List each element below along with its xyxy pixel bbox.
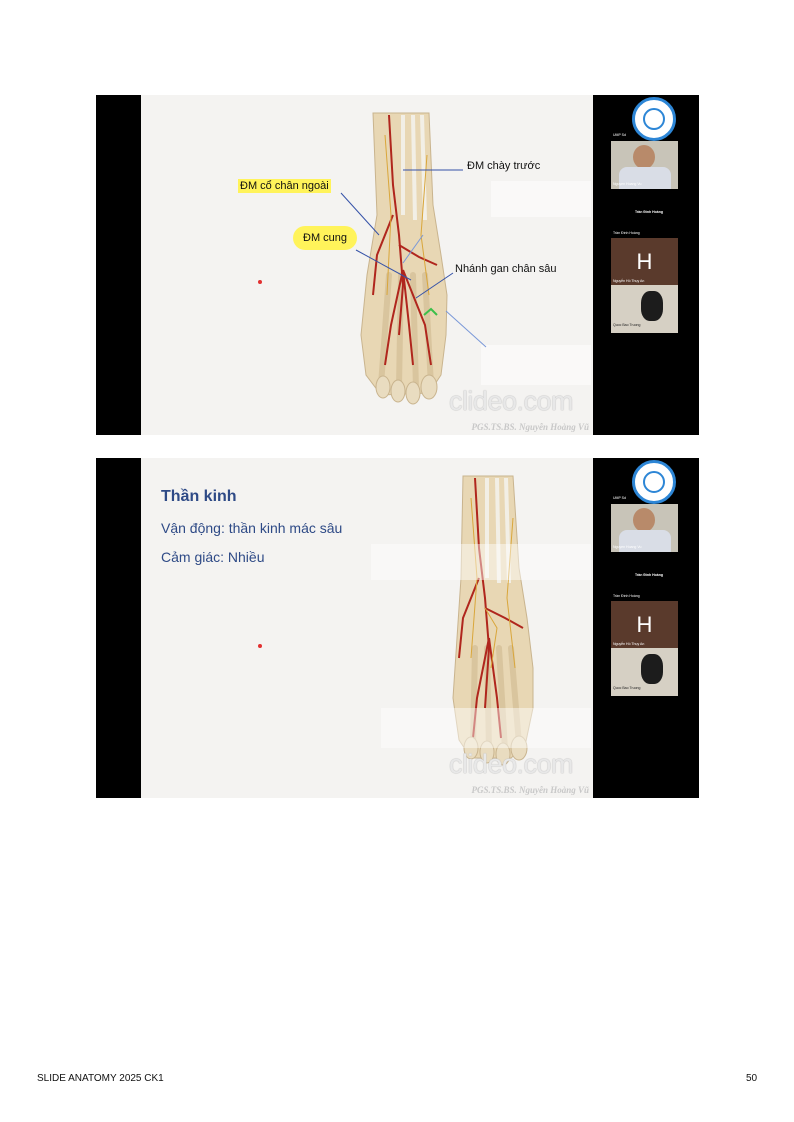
document-footer-title: SLIDE ANATOMY 2025 CK1 [37,1073,164,1084]
video-caption: Nguyen Hoang Vu [613,545,642,549]
video-caption: Nguyen Hoang Vu [613,182,642,186]
label-dm-cung: ĐM cung [293,226,358,250]
participant-name: Nguyễn Hồ Thụy An [613,642,645,646]
page-number: 50 [746,1073,758,1084]
slide-1: ĐM cổ chân ngoài ĐM chày trước ĐM cung N… [96,95,699,435]
meeting-participants-panel: UMP Sd Nguyen Hoang Vu Trần Đình Hoàng T… [593,458,699,798]
avatar-letter: H [636,612,653,637]
clideo-watermark: clideo.com [448,749,574,779]
author-credit: PGS.TS.BS. Nguyễn Hoàng Vũ [471,785,589,795]
participant-video[interactable]: Nguyen Hoang Vu [611,504,678,552]
participant-name: Quoc Bao Truong [613,686,641,690]
avatar-letter: H [636,249,653,274]
participant-video[interactable]: Nguyen Hoang Vu [611,141,678,189]
participant-name: Nguyễn Hồ Thụy An [613,279,645,283]
avatar-tile[interactable]: H [611,238,678,285]
label-dm-chay-truoc: ĐM chày trước [467,160,541,172]
laser-pointer-dot [258,280,262,284]
slide-1-content: ĐM cổ chân ngoài ĐM chày trước ĐM cung N… [141,95,593,435]
university-logo [632,97,676,141]
university-logo [632,460,676,504]
participant-name: Trần Đình Hoàng [613,594,640,598]
tile-caption: UMP Sd [613,133,626,137]
participant-name: Trần Đình Hoàng [613,231,640,235]
clideo-watermark: clideo.com [448,386,574,416]
meeting-participants-panel: UMP Sd Nguyen Hoang Vu Trần Đình Hoàng T… [593,95,699,435]
slide-2: Thần kinh Vận động: thần kinh mác sâu Cả… [96,458,699,798]
slide-heading: Thần kinh [161,488,237,505]
avatar-tile[interactable]: H [611,601,678,648]
foot-illustration [340,112,591,405]
author-credit: PGS.TS.BS. Nguyễn Hoàng Vũ [471,422,589,432]
sensory-innervation-text: Cảm giác: Nhiều [161,549,265,565]
tile-caption: UMP Sd [613,496,626,500]
participant-video[interactable]: Quoc Bao Truong [611,648,678,696]
presenter-name: Trần Đình Hoàng [635,210,663,214]
motor-innervation-text: Vận động: thần kinh mác sâu [161,520,343,536]
foot-illustration [371,475,591,766]
label-dm-co-chan-ngoai: ĐM cổ chân ngoài [238,179,331,193]
label-nhanh-gan-chan-sau: Nhánh gan chân sâu [455,263,557,275]
participant-name: Quoc Bao Truong [613,323,641,327]
participant-video[interactable]: Quoc Bao Truong [611,285,678,333]
slide-2-content: Thần kinh Vận động: thần kinh mác sâu Cả… [141,458,593,798]
laser-pointer-dot [258,644,262,648]
presenter-name: Trần Đình Hoàng [635,573,663,577]
